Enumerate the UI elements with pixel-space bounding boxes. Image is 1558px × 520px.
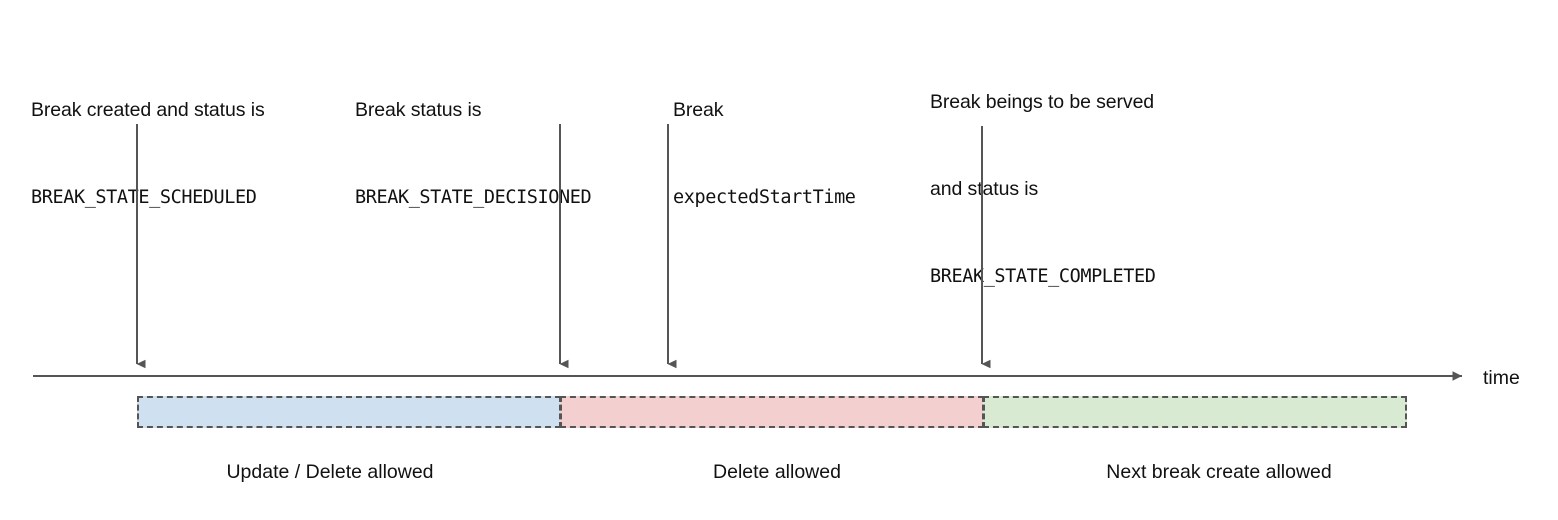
event-annotation-completed: Break beings to be served and status is …: [930, 30, 1156, 349]
event-annotation-decisioned: Break status is BREAK_STATE_DECISIONED: [355, 38, 592, 270]
annotation-sans-line: Break beings to be served: [930, 91, 1155, 113]
event-annotation-created: Break created and status is BREAK_STATE_…: [31, 38, 265, 270]
annotation-mono-line: BREAK_STATE_COMPLETED: [930, 266, 1156, 287]
phase-caption-next-break: Next break create allowed: [1106, 461, 1332, 483]
annotation-sans-line: Break status is: [355, 99, 482, 121]
phase-caption-update-delete: Update / Delete allowed: [226, 461, 434, 483]
annotation-mono-line: expectedStartTime: [673, 187, 856, 208]
annotation-sans-line: Break created and status is: [31, 99, 265, 121]
phase-bar-update-delete: [137, 396, 561, 428]
annotation-sans-line-2: and status is: [930, 178, 1039, 200]
time-axis-label: time: [1483, 367, 1520, 389]
annotation-mono-line: BREAK_STATE_SCHEDULED: [31, 187, 257, 208]
phase-bar-delete-only: [560, 396, 984, 428]
annotation-sans-line: Break: [673, 99, 724, 121]
annotation-mono-line: BREAK_STATE_DECISIONED: [355, 187, 592, 208]
phase-bar-next-break: [983, 396, 1407, 428]
phase-caption-delete-only: Delete allowed: [713, 461, 841, 483]
event-annotation-expected-start: Break expectedStartTime: [673, 38, 856, 270]
